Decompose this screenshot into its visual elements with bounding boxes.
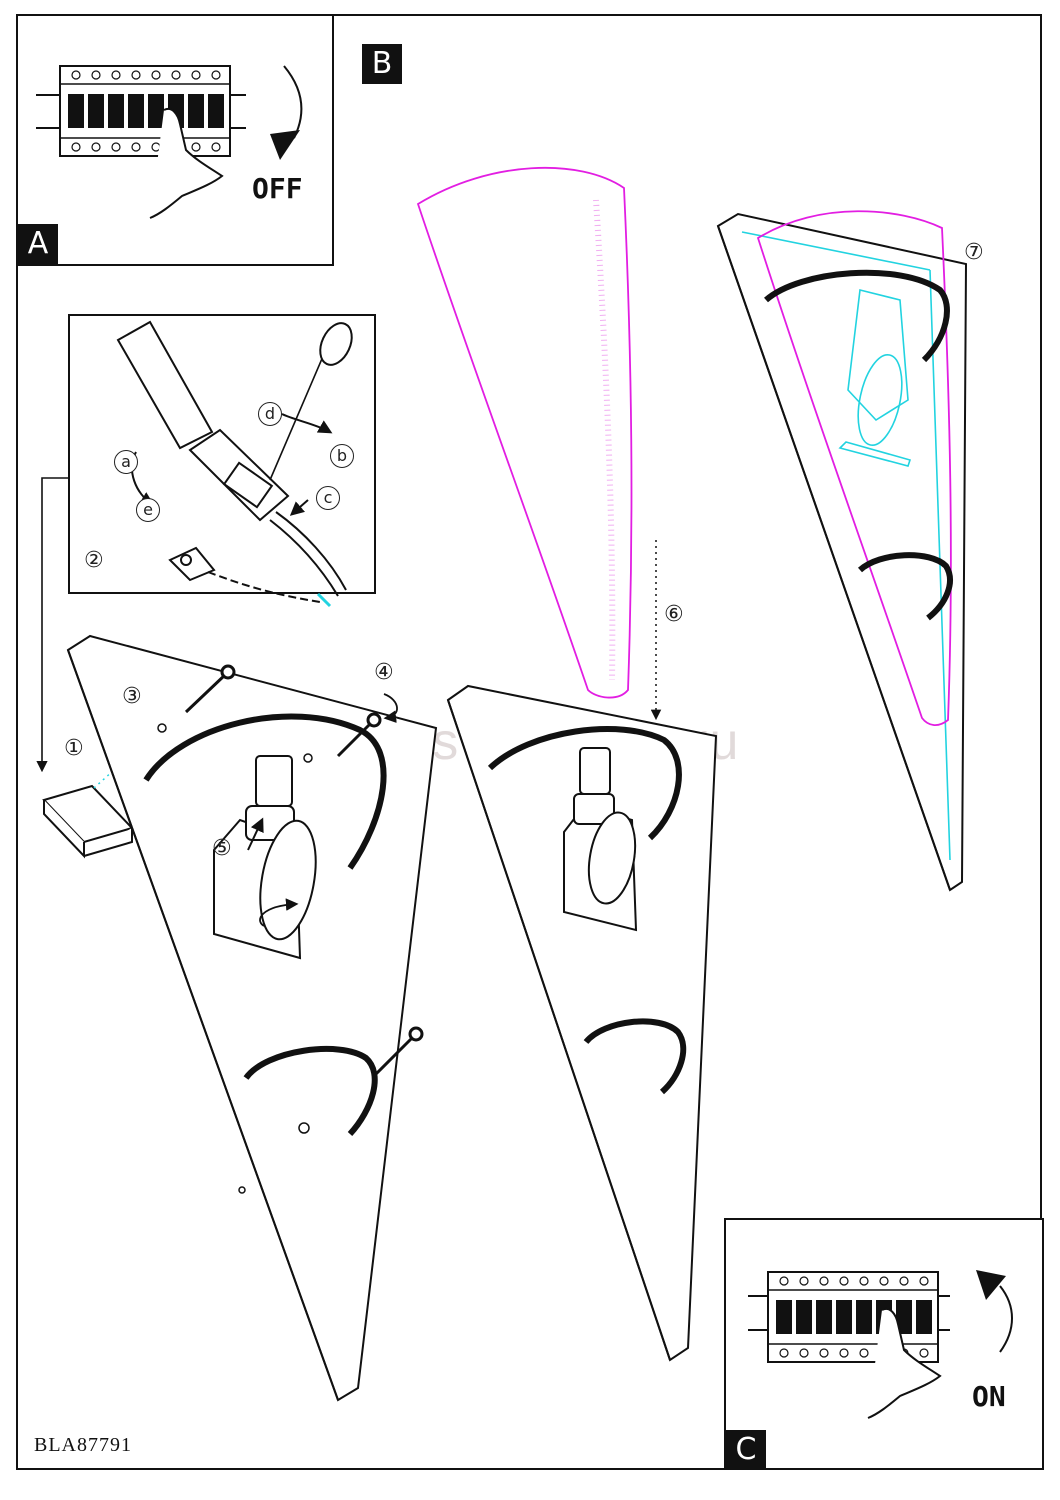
hand-icon (149, 108, 224, 219)
off-arrow-icon (283, 65, 303, 139)
upper-bracket-left (143, 713, 387, 870)
upper-bracket-right (764, 269, 950, 363)
fixture-outline-cyan (741, 231, 951, 861)
product-code: BLA87791 (34, 1434, 132, 1456)
off-arrow-head-icon (270, 130, 300, 160)
wiring-letter-b: b (330, 444, 354, 468)
breaker-panel-off (36, 65, 246, 157)
panel-b-badge: B (362, 44, 402, 84)
wiring-terminal-drawing (116, 320, 353, 603)
step-7-label: ⑦ (964, 240, 984, 265)
lamp-holder-middle (563, 747, 638, 932)
on-label: ON (972, 1380, 1006, 1413)
on-arrow-icon (999, 1285, 1013, 1353)
shade-installed (756, 210, 952, 726)
lower-bracket-right (857, 552, 953, 621)
wiring-letter-e: e (136, 498, 160, 522)
hand-on-icon (867, 1308, 942, 1419)
sheet-border (16, 14, 1042, 1470)
twist-bulb-arrow-icon (259, 898, 299, 927)
junction-box (42, 784, 134, 859)
lower-bracket-left (243, 1045, 378, 1137)
step-6-label: ⑥ (664, 602, 684, 627)
upper-bracket-middle (487, 726, 682, 841)
screws-left (157, 664, 424, 1194)
wall-plate-right (716, 212, 968, 892)
step-2-label: ② (84, 548, 104, 573)
wiring-letter-c: c (316, 486, 340, 510)
wall-plate-middle (446, 684, 718, 1362)
step-1-label: ① (64, 736, 84, 761)
breaker-panel-on (748, 1271, 950, 1363)
detail-leader-line (36, 477, 68, 773)
shade-shading (593, 199, 616, 681)
wiring-cyan-mark (316, 592, 332, 608)
panel-a-badge: A (18, 224, 58, 264)
wall-plate-left (66, 634, 438, 1402)
wiring-letter-d: d (258, 402, 282, 426)
step-4-label: ④ (374, 660, 394, 685)
off-label: OFF (252, 172, 303, 205)
wiring-letter-a: a (114, 450, 138, 474)
rotate-screw-arrow-icon (383, 693, 398, 723)
insert-bulb-arrow-icon (247, 817, 264, 851)
glass-shade (416, 166, 633, 699)
step-5-label: ⑤ (212, 836, 232, 861)
lower-bracket-middle (583, 1018, 687, 1095)
on-arrow-head-icon (976, 1270, 1006, 1300)
panel-c-badge: C (726, 1430, 766, 1470)
bulb-outline-cyan (857, 354, 903, 446)
step-3-label: ③ (122, 684, 142, 709)
